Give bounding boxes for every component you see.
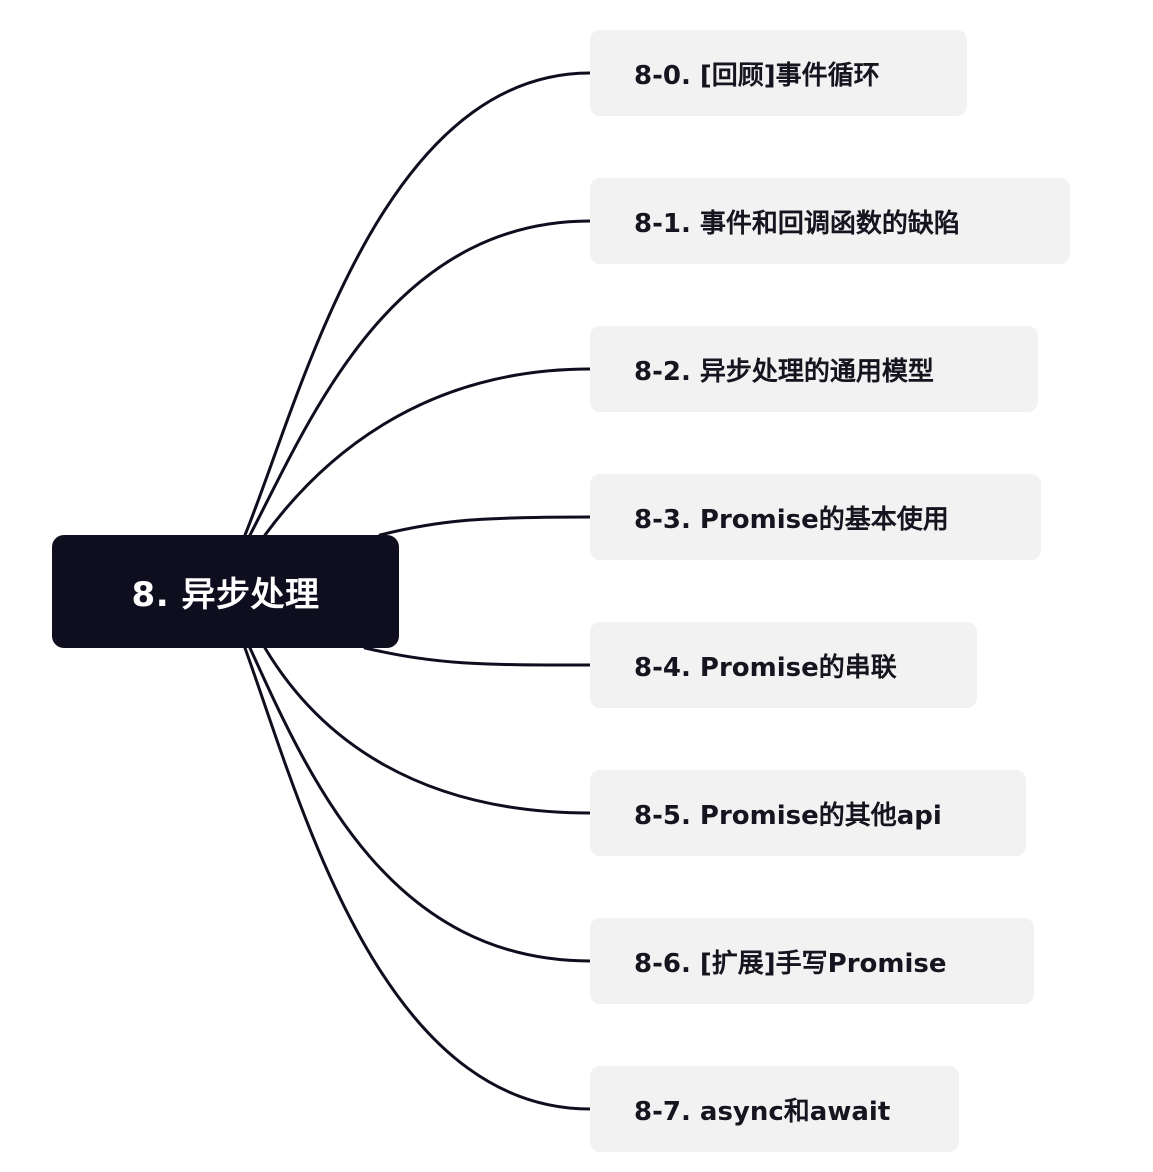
subtopic-label: 8-5. Promise的其他api [634, 800, 942, 831]
subtopic-node-8-1[interactable]: 8-1. 事件和回调函数的缺陷 [590, 178, 1070, 264]
subtopic-node-8-7[interactable]: 8-7. async和await [590, 1066, 959, 1152]
connector-4 [363, 646, 592, 667]
connector-2 [263, 367, 592, 537]
subtopic-node-8-0[interactable]: 8-0. [回顾]事件循环 [590, 30, 967, 116]
subtopic-label: 8-2. 异步处理的通用模型 [634, 356, 934, 387]
connector-5 [263, 646, 592, 815]
connector-7 [243, 646, 592, 1111]
subtopic-node-8-5[interactable]: 8-5. Promise的其他api [590, 770, 1026, 856]
subtopic-label: 8-6. [扩展]手写Promise [634, 948, 947, 979]
subtopic-label: 8-1. 事件和回调函数的缺陷 [634, 208, 960, 239]
root-topic-label: 8. 异步处理 [131, 575, 320, 615]
connector-3 [378, 515, 592, 537]
connector-1 [248, 219, 592, 537]
subtopic-node-8-3[interactable]: 8-3. Promise的基本使用 [590, 474, 1041, 560]
subtopic-label: 8-0. [回顾]事件循环 [634, 60, 880, 91]
subtopic-label: 8-4. Promise的串联 [634, 652, 897, 683]
subtopic-label: 8-7. async和await [634, 1096, 891, 1127]
connector-0 [243, 71, 592, 537]
subtopic-label: 8-3. Promise的基本使用 [634, 504, 949, 535]
subtopic-node-8-2[interactable]: 8-2. 异步处理的通用模型 [590, 326, 1038, 412]
root-topic-node[interactable]: 8. 异步处理 [52, 535, 399, 648]
subtopic-node-8-4[interactable]: 8-4. Promise的串联 [590, 622, 977, 708]
connector-6 [248, 646, 592, 963]
subtopic-node-8-6[interactable]: 8-6. [扩展]手写Promise [590, 918, 1034, 1004]
